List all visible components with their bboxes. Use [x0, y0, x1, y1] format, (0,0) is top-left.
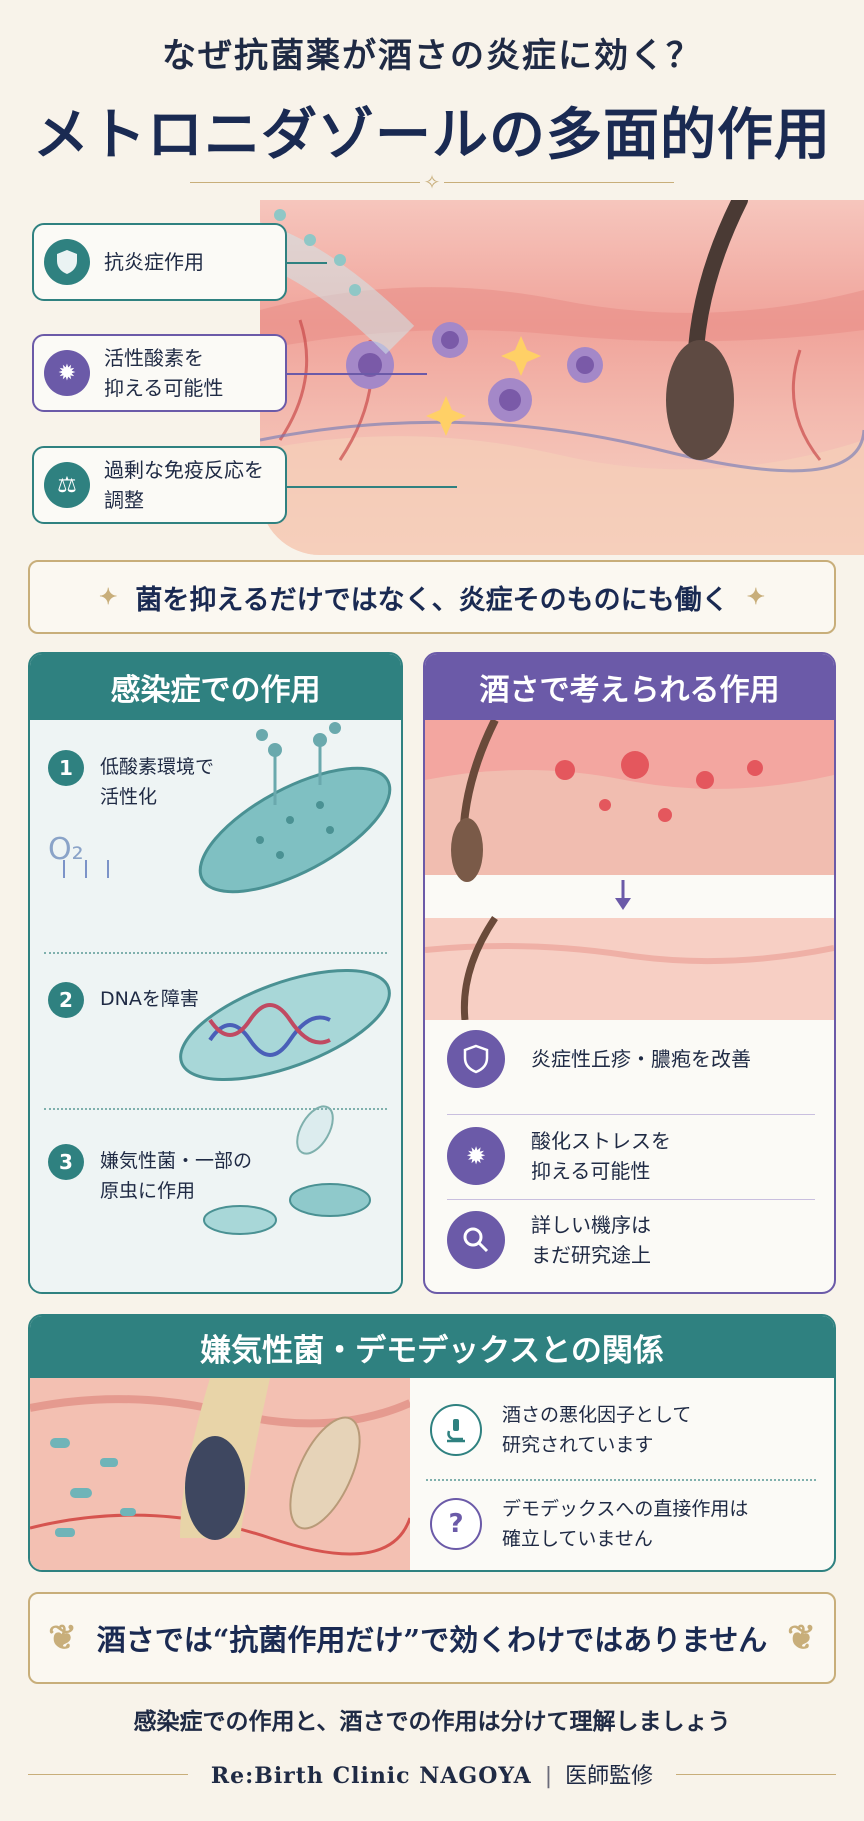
- step-number: 2: [48, 982, 84, 1018]
- microscope-icon: [430, 1404, 482, 1456]
- bacteria-illustration: [30, 720, 401, 1292]
- skin-cross-section-art: [260, 200, 864, 555]
- item-text: 酒さの悪化因子として 研究されています: [502, 1404, 692, 1456]
- sparkle-ornament-icon: ✦: [746, 584, 766, 610]
- callout-label: 抗炎症作用: [104, 250, 204, 274]
- follicle-demodex-illustration: [30, 1378, 410, 1570]
- step-text: DNAを障害: [100, 988, 199, 1010]
- rosacea-item-oxidative-stress: ✹ 酸化ストレスを 抑える可能性: [447, 1126, 671, 1186]
- key-message-banner: ✦ 菌を抑えるだけではなく、炎症そのものにも働く ✦: [28, 560, 836, 634]
- divider: [426, 1479, 816, 1481]
- sparkle-icon: ✹: [44, 350, 90, 396]
- magnifier-icon: [447, 1211, 505, 1269]
- divider: [44, 952, 387, 954]
- rosacea-item-mechanism: 詳しい機序は まだ研究途上: [447, 1210, 651, 1270]
- footer-separator: |: [544, 1764, 553, 1789]
- key-message-text: 菌を抑えるだけではなく、炎症そのものにも働く: [135, 584, 729, 616]
- callout-immune-regulation: ⚖ 過剰な免疫反応を 調整: [32, 446, 287, 524]
- scale-icon: ⚖: [44, 462, 90, 508]
- step-2: 2 DNAを障害: [48, 982, 199, 1018]
- divider: [447, 1114, 815, 1115]
- callout-label: 過剰な免疫反応を 調整: [104, 458, 264, 512]
- sparkle-ornament-icon: ✧: [420, 170, 444, 194]
- shield-icon: [447, 1030, 505, 1088]
- demodex-section: 嫌気性菌・デモデックスとの関係 酒さの悪化因子として 研究されています ? デモ…: [28, 1314, 836, 1572]
- callout-anti-inflammatory: 抗炎症作用: [32, 223, 287, 301]
- supervision-label: 医師監修: [565, 1764, 654, 1789]
- question-icon: ?: [430, 1498, 482, 1550]
- shield-icon: [44, 239, 90, 285]
- panel-title: 感染症での作用: [30, 654, 401, 720]
- infection-action-panel: 感染症での作用 O₂ 1 低酸素環境で 活性化 2 DNAを障害 3 嫌気性菌・…: [28, 652, 403, 1294]
- subtitle: なぜ抗菌薬が酒さの炎症に効く？: [162, 36, 702, 76]
- step-text: 低酸素環境で 活性化: [100, 756, 215, 808]
- rosacea-action-panel: 酒さで考えられる作用 炎症性丘疹・膿疱を改善 ✹ 酸化ストレスを 抑える可能性 …: [423, 652, 836, 1294]
- step-number: 3: [48, 1144, 84, 1180]
- laurel-right-icon: ❦: [787, 1618, 816, 1658]
- conclusion-banner: ❦ 酒さでは“抗菌作用だけ”で効くわけではありません ❦: [28, 1592, 836, 1684]
- divider: [44, 1108, 387, 1110]
- item-text: 酸化ストレスを 抑える可能性: [531, 1129, 671, 1183]
- laurel-left-icon: ❦: [48, 1618, 77, 1658]
- sparkle-icon: ✹: [447, 1127, 505, 1185]
- demodex-item-direct-action: ? デモデックスへの直接作用は 確立していません: [430, 1494, 748, 1554]
- oxygen-label: O₂: [48, 832, 84, 867]
- conclusion-text: 酒さでは“抗菌作用だけ”で効くわけではありません: [96, 1623, 768, 1657]
- rosacea-item-papules: 炎症性丘疹・膿疱を改善: [447, 1030, 751, 1088]
- leader-line: [287, 262, 327, 264]
- summary-note: 感染症での作用と、酒さでの作用は分けて理解しましょう: [133, 1708, 731, 1735]
- step-number: 1: [48, 750, 84, 786]
- panel-title: 酒さで考えられる作用: [425, 654, 834, 720]
- step-text: 嫌気性菌・一部の 原虫に作用: [100, 1150, 253, 1202]
- page-title: メトロニダゾールの多面的作用: [33, 102, 831, 168]
- leader-line: [287, 373, 427, 375]
- footer: Re:Birth Clinic NAGOYA | 医師監修: [188, 1758, 676, 1790]
- clinic-name: Re:Birth Clinic NAGOYA: [210, 1763, 532, 1789]
- step-1: 1 低酸素環境で 活性化: [48, 750, 214, 812]
- divider: [447, 1199, 815, 1200]
- skin-before-after-illustration: [425, 720, 834, 1020]
- callout-label: 活性酸素を 抑える可能性: [104, 346, 224, 400]
- footer-divider: [676, 1774, 836, 1775]
- step-3: 3 嫌気性菌・一部の 原虫に作用: [48, 1144, 252, 1206]
- section-title: 嫌気性菌・デモデックスとの関係: [30, 1316, 834, 1378]
- callout-reactive-oxygen: ✹ 活性酸素を 抑える可能性: [32, 334, 287, 412]
- skin-illustration: [260, 200, 864, 555]
- item-text: デモデックスへの直接作用は 確立していません: [502, 1498, 749, 1550]
- footer-divider: [28, 1774, 188, 1775]
- item-text: 炎症性丘疹・膿疱を改善: [531, 1047, 751, 1071]
- sparkle-ornament-icon: ✦: [98, 584, 118, 610]
- demodex-item-research: 酒さの悪化因子として 研究されています: [430, 1400, 691, 1460]
- leader-line: [287, 486, 457, 488]
- item-text: 詳しい機序は まだ研究途上: [531, 1213, 651, 1267]
